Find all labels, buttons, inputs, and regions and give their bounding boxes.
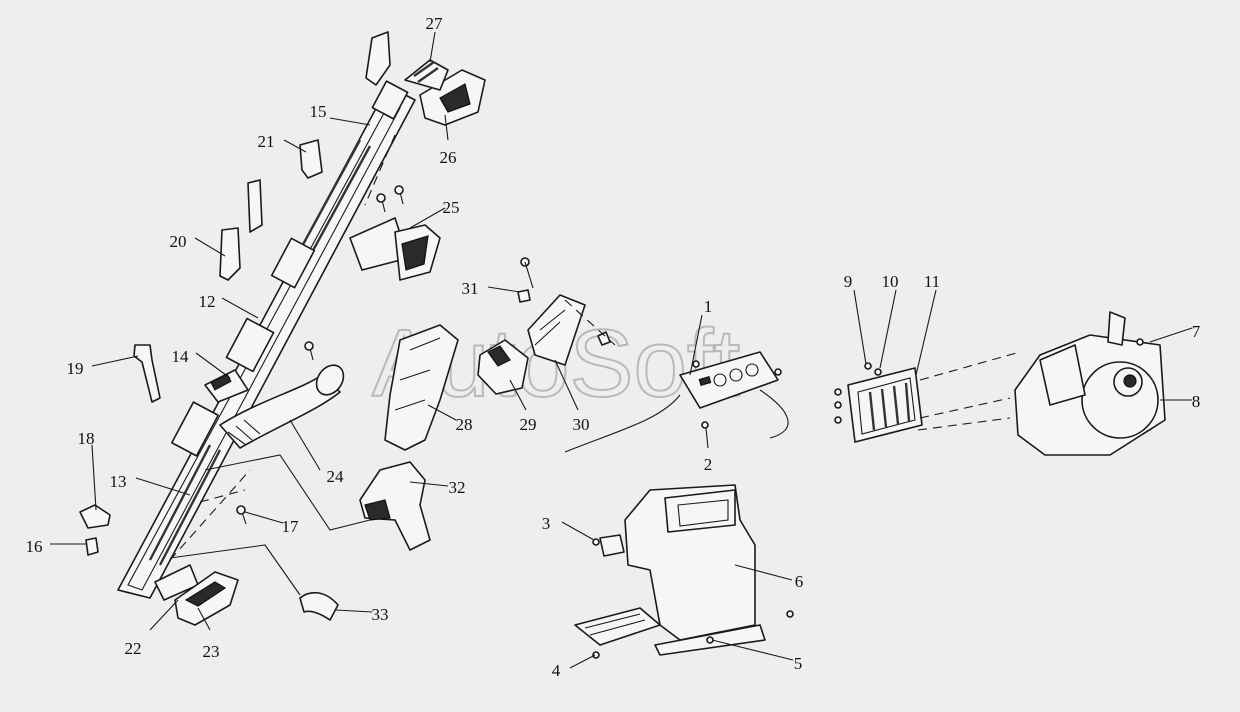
callout-15: 15	[310, 102, 327, 121]
callout-29: 29	[520, 415, 537, 434]
callout-13: 13	[110, 472, 127, 491]
callout-20: 20	[170, 232, 187, 251]
callout-17: 17	[282, 517, 300, 536]
callout-32: 32	[449, 478, 466, 497]
small-hose-33	[299, 591, 339, 621]
callout-10: 10	[882, 272, 899, 291]
callout-6: 6	[795, 572, 804, 591]
callout-24: 24	[327, 467, 345, 486]
callout-31: 31	[462, 279, 479, 298]
callout-12: 12	[199, 292, 216, 311]
callout-21: 21	[258, 132, 275, 151]
callout-28: 28	[456, 415, 473, 434]
heater-box	[574, 484, 794, 659]
callout-14: 14	[172, 347, 190, 366]
control-panel	[564, 351, 789, 453]
callout-23: 23	[203, 642, 220, 661]
callout-1: 1	[704, 297, 713, 316]
main-air-duct	[117, 80, 416, 599]
callout-9: 9	[844, 272, 853, 291]
callout-3: 3	[542, 514, 551, 533]
assembly-lines	[169, 134, 1021, 561]
callout-30: 30	[573, 415, 590, 434]
callout-22: 22	[125, 639, 142, 658]
callout-5: 5	[794, 654, 803, 673]
callout-11: 11	[924, 272, 940, 291]
callout-25: 25	[443, 198, 460, 217]
callout-27: 27	[426, 14, 444, 33]
callout-18: 18	[78, 429, 95, 448]
control-unit	[477, 257, 611, 395]
callout-33: 33	[372, 605, 389, 624]
side-duct-28	[384, 324, 459, 451]
duct-fasteners	[236, 185, 404, 525]
leader-lines	[50, 31, 1193, 669]
callout-7: 7	[1192, 322, 1201, 341]
callout-8: 8	[1192, 392, 1201, 411]
lower-left-vents	[154, 564, 239, 626]
vent-25	[349, 217, 441, 281]
callout-2: 2	[704, 455, 713, 474]
mounting-brackets	[79, 31, 391, 556]
upper-vents	[404, 59, 486, 126]
flexible-hose	[219, 364, 345, 449]
callout-19: 19	[67, 359, 84, 378]
callout-16: 16	[26, 537, 43, 556]
filter-frame	[834, 362, 923, 443]
callout-26: 26	[440, 148, 457, 167]
callout-4: 4	[552, 661, 561, 680]
blower-assembly	[1014, 311, 1166, 456]
duct-32	[359, 461, 431, 551]
